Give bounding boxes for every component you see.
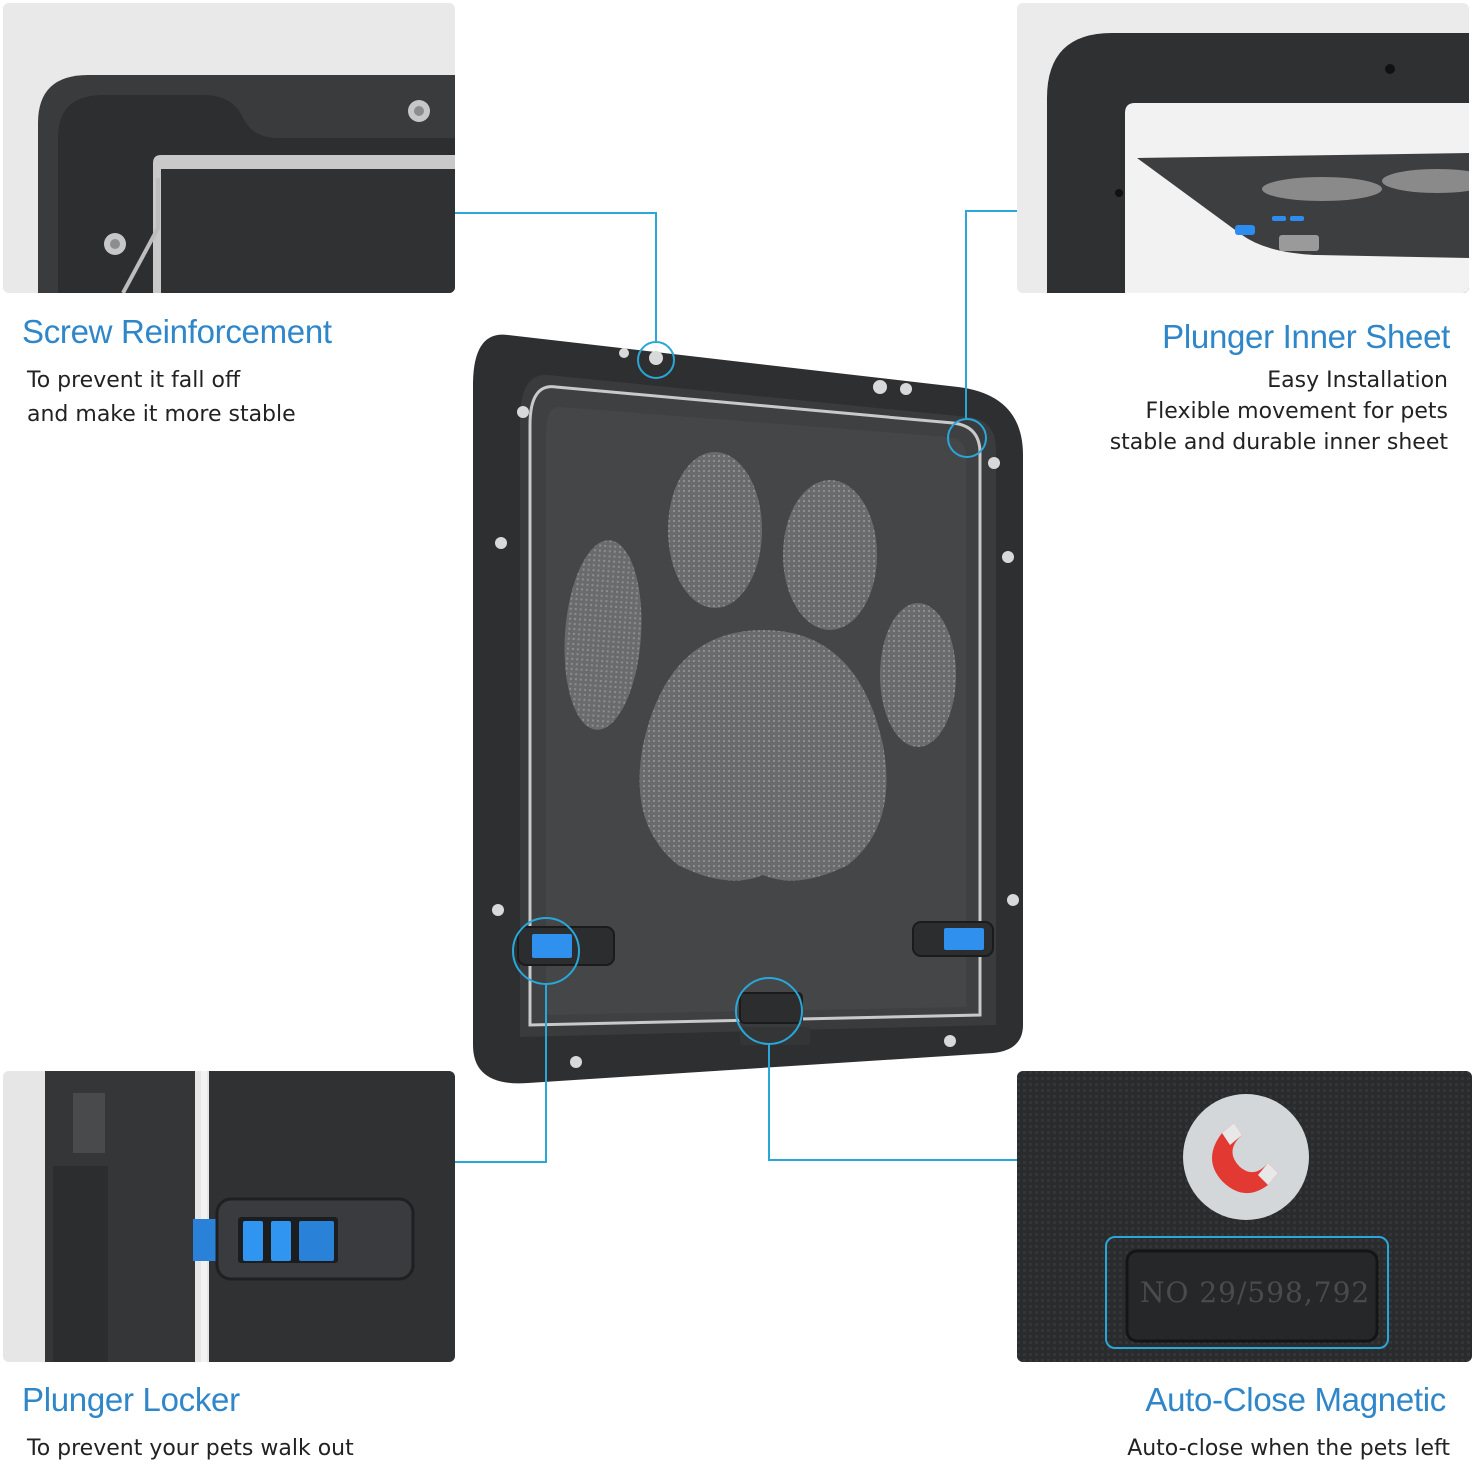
screw-reinforcement-title: Screw Reinforcement (22, 313, 332, 350)
screw-callout-ring (637, 341, 675, 379)
screw-callout-line-v (655, 212, 657, 341)
sheet-callout-line-h (965, 210, 1017, 212)
screw-closeup-photo (3, 3, 455, 293)
sheet-callout-ring (947, 418, 987, 458)
magnet-callout-line-h (768, 1159, 1017, 1161)
patent-number: NO 29/598,792 (1140, 1276, 1371, 1309)
locker-callout-line-h (455, 1161, 547, 1163)
screw-desc-line-1: To prevent it fall off (27, 368, 241, 393)
sheet-desc-line-1: Easy Installation (1267, 368, 1448, 393)
screw-callout-line-h (455, 212, 657, 214)
locker-callout-line-v (545, 985, 547, 1163)
locker-callout-ring (512, 917, 580, 985)
paw-print-icon (564, 452, 956, 881)
inner-sheet-closeup-photo (1017, 3, 1469, 293)
screw-desc-line-2: and make it more stable (27, 402, 296, 427)
pet-door-product (468, 325, 1028, 1085)
sheet-desc-line-3: stable and durable inner sheet (1109, 430, 1448, 455)
locker-closeup-photo (3, 1071, 455, 1362)
sheet-callout-line-v (965, 210, 967, 418)
patent-label-highlight (1105, 1236, 1389, 1349)
sheet-desc-line-2: Flexible movement for pets (1145, 399, 1448, 424)
auto-close-magnetic-title: Auto-Close Magnetic (1145, 1381, 1446, 1418)
magnet-icon (1182, 1093, 1310, 1221)
magnet-callout-ring (735, 977, 803, 1045)
locker-desc-line-1: To prevent your pets walk out (27, 1436, 354, 1461)
magnetic-desc-line-1: Auto-close when the pets left (1127, 1436, 1450, 1461)
plunger-inner-sheet-title: Plunger Inner Sheet (1162, 318, 1450, 355)
plunger-locker-title: Plunger Locker (22, 1381, 240, 1418)
magnet-callout-line-v (768, 1045, 770, 1161)
